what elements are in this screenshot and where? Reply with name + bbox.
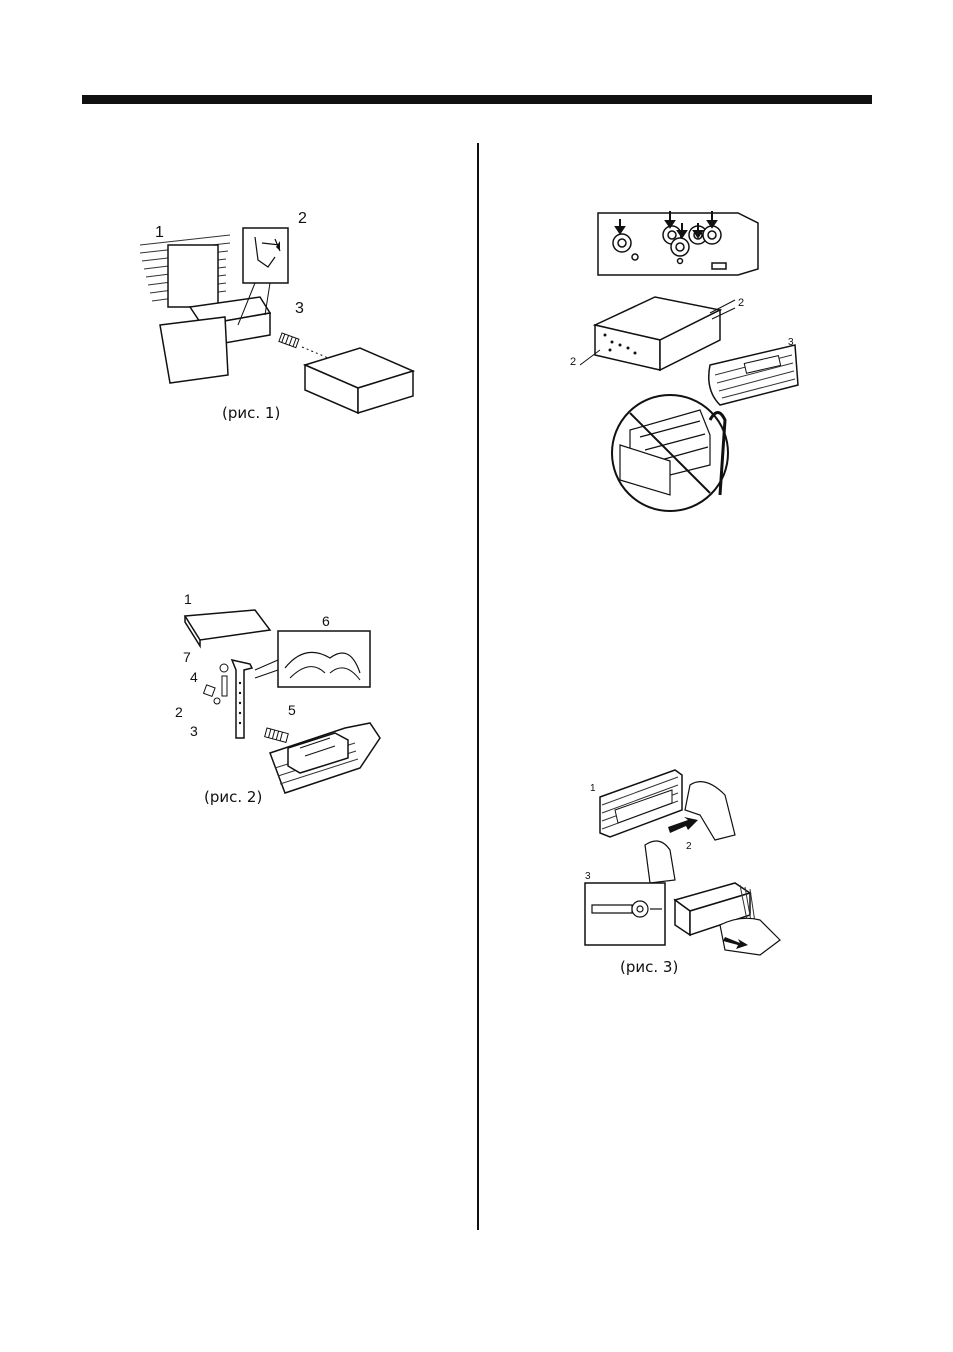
fig2-label-5: 5 [288, 702, 296, 718]
fig3-label-2: 2 [686, 841, 692, 852]
fig2-label-6: 6 [322, 613, 330, 629]
fig2-label-1: 1 [184, 591, 192, 607]
column-divider [477, 143, 479, 1230]
figure-3-caption: (рис. 3) [620, 958, 678, 976]
rear-label-2b: 2 [570, 356, 576, 368]
fig2-label-3: 3 [190, 723, 198, 739]
fig2-label-4: 4 [190, 669, 198, 685]
figure-1-illustration: 1 2 3 [130, 205, 430, 405]
fig1-label-1: 1 [155, 224, 164, 241]
fig2-label-7: 7 [183, 649, 191, 665]
figure-2-caption: (рис. 2) [204, 788, 262, 806]
rear-panel-illustration: 2 2 3 [560, 205, 800, 515]
fig1-label-3: 3 [295, 300, 304, 317]
fig1-label-2: 2 [298, 210, 307, 227]
rear-label-2a: 2 [738, 297, 744, 309]
fig3-label-3: 3 [585, 871, 591, 882]
fig3-label-1: 1 [590, 783, 596, 794]
figure-2-illustration: 1 6 7 4 2 3 5 [170, 588, 385, 803]
fig2-label-2: 2 [175, 704, 183, 720]
header-rule [82, 95, 872, 104]
figure-3-illustration: 1 2 3 [580, 765, 790, 965]
figure-1-caption: (рис. 1) [222, 404, 280, 422]
rear-label-3: 3 [788, 337, 794, 348]
